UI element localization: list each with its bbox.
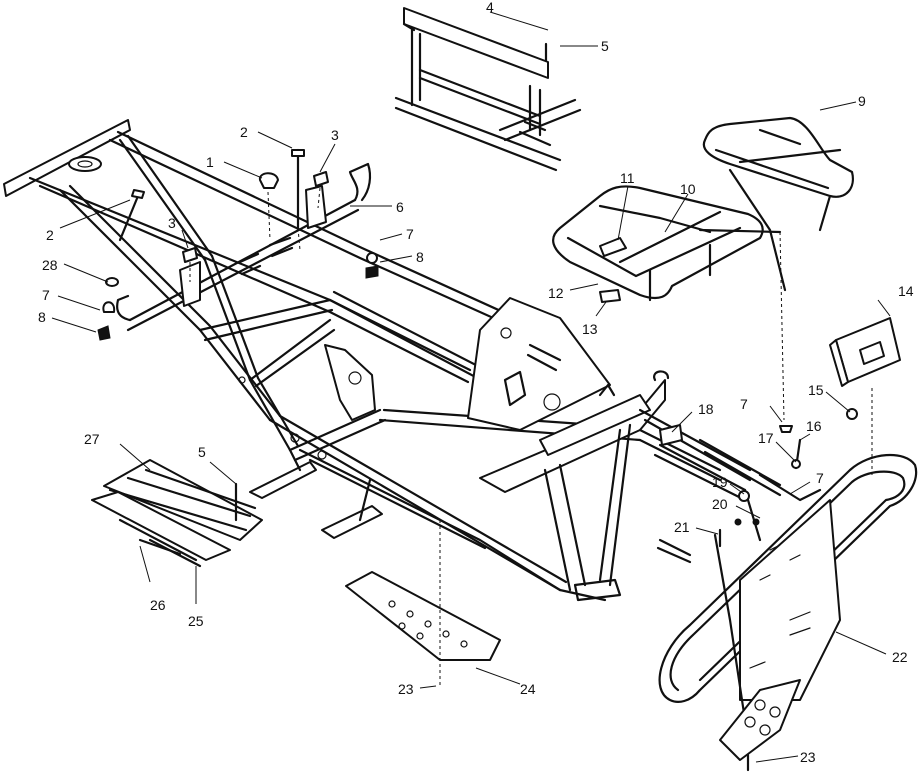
assembly-lines (189, 187, 873, 685)
callout-17: 17 (758, 430, 774, 446)
steering-bar-6 (116, 162, 372, 332)
callout-13: 13 (582, 321, 598, 337)
callout-15: 15 (808, 382, 824, 398)
callout-8: 8 (416, 249, 424, 265)
skid-plate-24 (345, 571, 501, 661)
callout-22: 22 (892, 649, 908, 665)
callout-4: 4 (486, 0, 494, 15)
leader-lines (51, 11, 891, 763)
taillight-14 (829, 317, 901, 387)
callout-19: 19 (712, 474, 728, 490)
callout-1: 1 (206, 154, 214, 170)
callout-7: 7 (740, 396, 748, 412)
callout-14: 14 (898, 283, 914, 299)
callout-labels: 1 2 2 3 3 4 5 5 6 7 7 7 7 8 8 9 10 11 12… (38, 0, 914, 765)
callout-7: 7 (406, 226, 414, 242)
callout-12: 12 (548, 285, 564, 301)
callout-28: 28 (42, 257, 58, 273)
callout-3: 3 (168, 215, 176, 231)
atv-main-frame (3, 119, 822, 602)
callout-24: 24 (520, 681, 536, 697)
inset-plate-assembly (394, 7, 582, 172)
callout-5: 5 (198, 444, 206, 460)
callout-7: 7 (42, 287, 50, 303)
front-footrest (91, 459, 263, 568)
callout-18: 18 (698, 401, 714, 417)
callout-3: 3 (331, 127, 339, 143)
rear-bumper-22 (658, 453, 918, 761)
callout-7: 7 (816, 470, 824, 486)
callout-20: 20 (712, 496, 728, 512)
rear-rack (698, 116, 854, 292)
callout-25: 25 (188, 613, 204, 629)
callout-8: 8 (38, 309, 46, 325)
callout-23: 23 (800, 749, 816, 765)
callout-27: 27 (84, 431, 100, 447)
callout-11: 11 (620, 170, 635, 186)
callout-9: 9 (858, 93, 866, 109)
hardware (97, 42, 858, 772)
callout-10: 10 (680, 181, 696, 197)
callout-2: 2 (46, 227, 54, 243)
callout-23: 23 (398, 681, 414, 697)
callout-6: 6 (396, 199, 404, 215)
callout-21: 21 (674, 519, 690, 535)
callout-16: 16 (806, 418, 822, 434)
callout-26: 26 (150, 597, 166, 613)
callout-5: 5 (601, 38, 609, 54)
front-rack (552, 185, 764, 302)
callout-2: 2 (240, 124, 248, 140)
